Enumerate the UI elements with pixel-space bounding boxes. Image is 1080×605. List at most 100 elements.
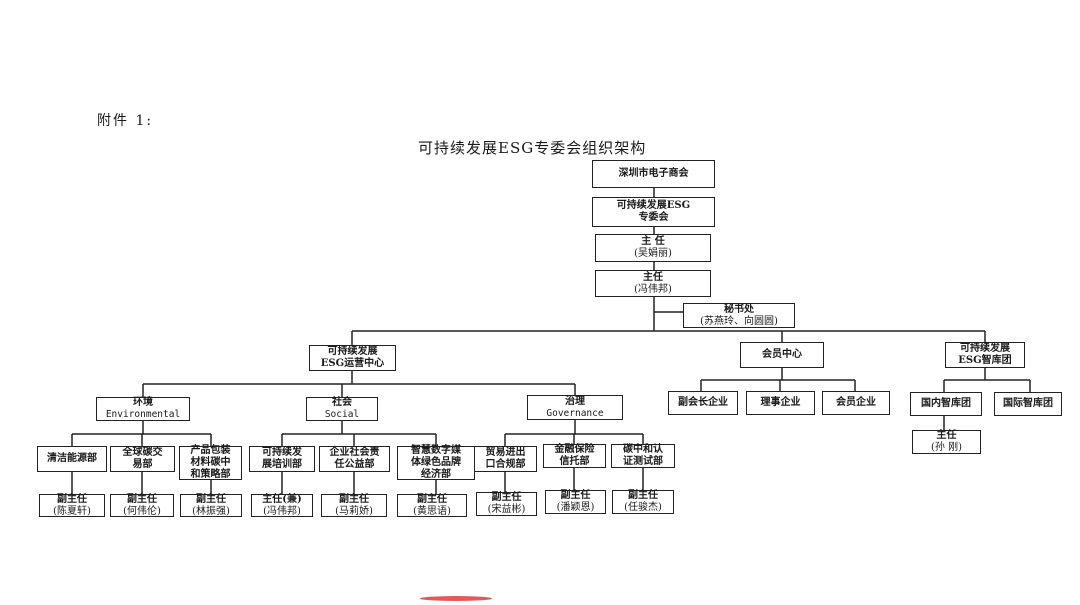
think-tank-box: 可持续发展 ESG智库团: [945, 342, 1025, 368]
dept-digital-media-line3: 经济部: [421, 469, 451, 480]
member-director-companies-label: 理事企业: [760, 397, 801, 408]
dept-csr-line2: 任公益部: [334, 459, 375, 470]
lead-packaging: 副主任 (林振强): [180, 494, 242, 517]
governance-en: Governance: [546, 407, 604, 419]
committee-box: 可持续发展ESG 专委会: [592, 197, 715, 227]
member-director-companies: 理事企业: [746, 391, 815, 415]
dept-carbon-trading: 全球碳交 易部: [110, 446, 175, 472]
dept-packaging-line3: 和策略部: [190, 469, 231, 480]
lead-csr-name: (马莉娇): [335, 505, 373, 517]
member-vp-companies-label: 副会长企业: [678, 397, 728, 408]
dept-digital-media-line1: 智慧数字媒: [411, 445, 461, 456]
lead-certification-name: (任骏杰): [624, 502, 662, 513]
dept-trade-compliance-line2: 口合规部: [485, 459, 526, 470]
committee-label-line2: 专委会: [638, 212, 669, 223]
committee-label-line1: 可持续发展ESG: [616, 200, 691, 211]
lead-training: 主任(兼) (冯伟邦): [251, 494, 313, 517]
dept-csr-line1: 企业社会责: [329, 447, 380, 458]
environmental-en: Environmental: [105, 409, 181, 420]
lead-csr-title: 副主任: [339, 493, 369, 505]
tank-domestic: 国内智库团: [910, 392, 982, 416]
director-box: 主任 (冯伟邦): [595, 270, 711, 297]
lead-carbon-trading-title: 副主任: [127, 493, 157, 505]
member-vp-companies: 副会长企业: [668, 391, 738, 415]
social-en: Social: [324, 409, 360, 420]
dept-training: 可持续发 展培训部: [249, 446, 315, 472]
governance-box: 治理 Governance: [527, 395, 623, 420]
lead-finance: 副主任 (潘颖恩): [545, 490, 606, 514]
lead-finance-name: (潘颖恩): [556, 502, 595, 513]
lead-packaging-name: (林振强): [192, 505, 230, 517]
chair-box: 主 任 (吴娟丽): [595, 234, 711, 262]
think-tank-line1: 可持续发展: [960, 343, 1010, 354]
social-zh: 社会: [332, 397, 352, 408]
lead-certification-title: 副主任: [628, 490, 658, 501]
secretariat-box: 秘书处 (苏燕玲、向圆圆): [683, 303, 795, 328]
lead-finance-title: 副主任: [560, 490, 591, 501]
dept-trade-compliance-line1: 贸易进出: [485, 447, 526, 458]
lead-trade-compliance-title: 副主任: [491, 492, 522, 503]
dept-certification: 碳中和认 证测试部: [611, 444, 675, 468]
environmental-box: 环境 Environmental: [96, 397, 190, 421]
lead-clean-energy-name: (陈夏轩): [53, 505, 91, 517]
root-org-box: 深圳市电子商会: [592, 160, 715, 188]
dept-finance: 金融保险 信托部: [543, 444, 606, 468]
root-org-label: 深圳市电子商会: [618, 168, 689, 179]
director-name: (冯伟邦): [634, 283, 672, 295]
lead-clean-energy: 副主任 (陈夏轩): [39, 494, 105, 517]
secretariat-title: 秘书处: [724, 303, 754, 315]
ops-center-line2: ESG运营中心: [320, 358, 385, 369]
dept-training-line1: 可持续发: [262, 447, 302, 458]
lead-carbon-trading-name: (何伟伦): [123, 505, 161, 517]
member-regular-companies: 会员企业: [822, 391, 890, 415]
chair-name: (吴娟丽): [634, 248, 672, 259]
dept-digital-media: 智慧数字媒 体绿色品牌 经济部: [397, 445, 475, 480]
red-stamp-mark: [420, 596, 492, 601]
member-center-box: 会员中心: [740, 342, 824, 368]
tank-lead-name: (孙 刚): [931, 442, 962, 453]
dept-csr: 企业社会责 任公益部: [319, 446, 390, 472]
environmental-zh: 环境: [133, 397, 153, 408]
page-title: 可持续发展ESG专委会组织架构: [418, 139, 647, 157]
chair-title: 主 任: [641, 236, 665, 247]
social-box: 社会 Social: [306, 397, 378, 421]
dept-packaging-line1: 产品包装: [190, 445, 231, 456]
dept-digital-media-line2: 体绿色品牌: [411, 457, 461, 468]
lead-training-name: (冯伟邦): [263, 505, 301, 517]
dept-certification-line2: 证测试部: [623, 456, 663, 467]
attachment-label: 附件 1:: [97, 113, 154, 129]
dept-certification-line1: 碳中和认: [623, 444, 663, 455]
think-tank-line2: ESG智库团: [958, 355, 1012, 366]
lead-training-title: 主任(兼): [262, 493, 302, 505]
tank-lead: 主任 (孙 刚): [912, 430, 981, 454]
lead-trade-compliance-name: (宋益彬): [487, 504, 526, 515]
dept-training-line2: 展培训部: [262, 459, 302, 470]
lead-carbon-trading: 副主任 (何伟伦): [110, 494, 174, 517]
tank-domestic-label: 国内智库团: [921, 398, 971, 409]
dept-carbon-trading-line1: 全球碳交: [122, 447, 163, 458]
lead-digital-media-name: (黄思语): [413, 505, 451, 517]
lead-certification: 副主任 (任骏杰): [612, 490, 674, 514]
lead-packaging-title: 副主任: [196, 493, 226, 505]
lead-trade-compliance: 副主任 (宋益彬): [476, 492, 537, 516]
director-title: 主任: [643, 271, 663, 283]
tank-international: 国际智库团: [994, 392, 1062, 416]
dept-packaging: 产品包装 材料碳中 和策略部: [179, 445, 242, 480]
lead-digital-media: 副主任 (黄思语): [397, 494, 467, 517]
ops-center-line1: 可持续发展: [327, 346, 378, 357]
dept-packaging-line2: 材料碳中: [190, 457, 231, 468]
member-center-label: 会员中心: [762, 349, 802, 360]
dept-finance-line2: 信托部: [559, 456, 590, 467]
dept-clean-energy-label: 清洁能源部: [47, 453, 97, 464]
dept-carbon-trading-line2: 易部: [132, 459, 153, 470]
dept-trade-compliance: 贸易进出 口合规部: [474, 446, 537, 472]
governance-zh: 治理: [565, 395, 585, 407]
tank-international-label: 国际智库团: [1003, 398, 1053, 409]
lead-clean-energy-title: 副主任: [57, 493, 87, 505]
dept-clean-energy: 清洁能源部: [37, 446, 107, 472]
member-regular-companies-label: 会员企业: [836, 397, 876, 408]
tank-lead-title: 主任: [936, 430, 957, 441]
lead-digital-media-title: 副主任: [417, 493, 447, 505]
secretariat-names: (苏燕玲、向圆圆): [700, 315, 778, 327]
